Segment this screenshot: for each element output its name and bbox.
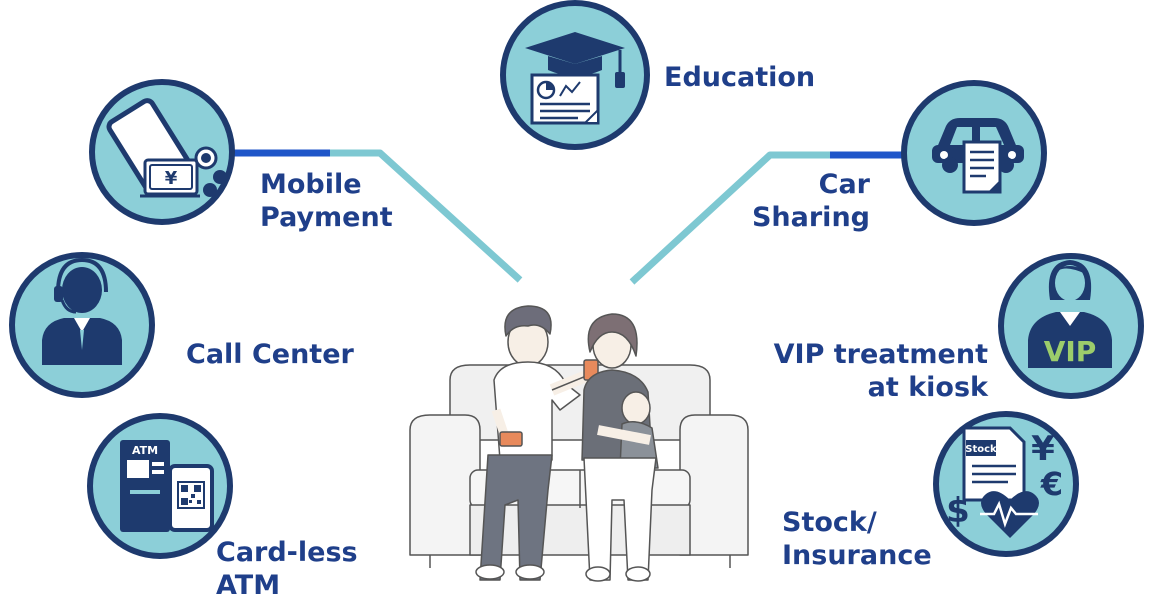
atm-qr-icon: ATM	[120, 440, 214, 532]
stock-insurance-icon: Stock ¥ € $	[946, 426, 1063, 538]
mobile-payment-label-line1: Mobile	[260, 169, 362, 200]
headset-agent-icon	[42, 257, 122, 365]
label-atm: Card-less ATM	[216, 536, 358, 602]
mobile-payment-label-line2: Payment	[260, 202, 393, 233]
stock-label-line2: Insurance	[782, 540, 932, 571]
connector-lines	[150, 140, 1010, 491]
label-mobile-payment: Mobile Payment	[260, 168, 393, 234]
car-sharing-label-line1: Car	[818, 169, 870, 200]
education-node	[500, 0, 650, 150]
dollar-symbol: $	[946, 491, 970, 531]
label-call-center: Call Center	[186, 338, 354, 371]
atm-label-line1: Card-less	[216, 537, 358, 568]
family-on-sofa-illustration	[409, 305, 749, 582]
label-vip: VIP treatment at kiosk	[774, 338, 988, 404]
car-sharing-label-line2: Sharing	[751, 202, 870, 233]
mobile-payment-node: ¥	[89, 79, 235, 225]
graduation-cap-icon	[525, 32, 625, 125]
call-center-label: Call Center	[186, 339, 354, 370]
vip-person-icon: VIP	[1028, 260, 1112, 368]
yen-symbol: ¥	[1031, 429, 1055, 469]
education-label: Education	[664, 62, 816, 93]
label-education: Education	[664, 61, 815, 94]
car-document-icon	[932, 118, 1024, 194]
phone-money-icon: ¥	[106, 98, 227, 198]
call-center-node	[9, 252, 155, 398]
atm-node: ATM	[87, 413, 233, 559]
vip-label-line2: at kiosk	[867, 372, 988, 403]
atm-machine-text: ATM	[132, 444, 158, 457]
label-car-sharing: Car Sharing	[752, 168, 870, 234]
atm-label-line2: ATM	[216, 570, 281, 601]
label-stock: Stock/ Insurance	[782, 506, 932, 572]
stock-node: Stock ¥ € $	[933, 411, 1079, 557]
vip-badge-text: VIP	[1044, 335, 1097, 368]
stock-label-line1: Stock/	[782, 507, 877, 538]
car-sharing-node	[901, 80, 1047, 226]
svg-text:¥: ¥	[165, 168, 178, 189]
stock-doc-text: Stock	[965, 444, 997, 455]
vip-label-line1: VIP treatment	[773, 339, 988, 370]
vip-node: VIP	[998, 253, 1144, 399]
euro-symbol: €	[1040, 465, 1063, 503]
